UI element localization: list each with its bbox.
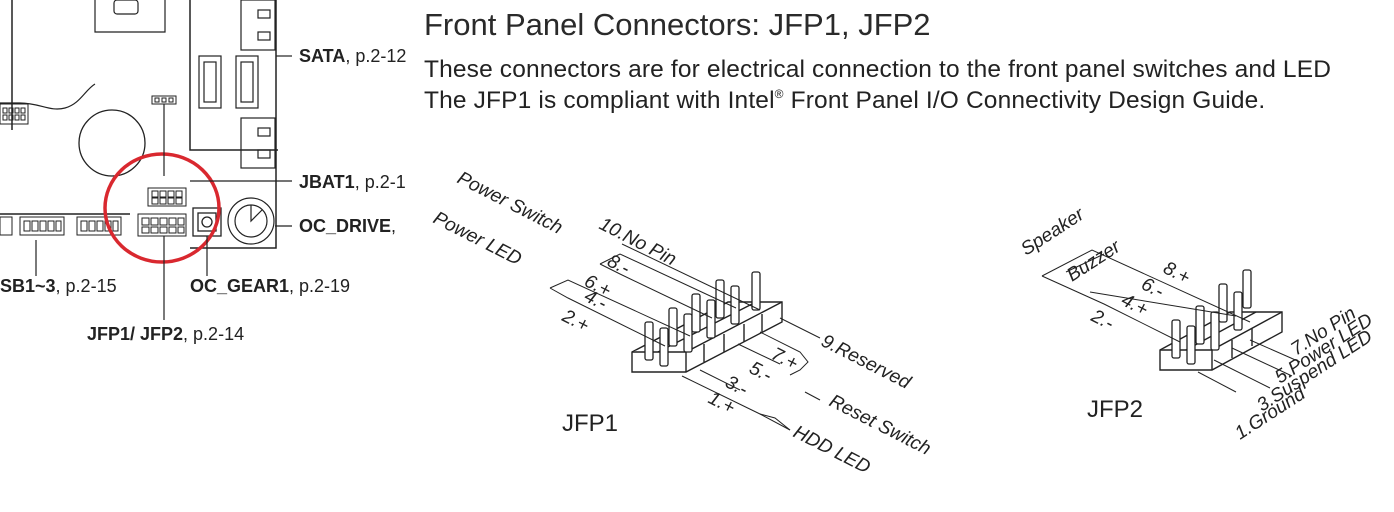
jfp2-title: JFP2 (1087, 396, 1144, 423)
cpu-socket (94, 0, 166, 33)
jfp2-pins (1171, 269, 1252, 365)
highlight-circle (103, 152, 221, 264)
oc-drive-callout: OC_DRIVE, (299, 216, 397, 236)
jbat1-callout: JBAT1, p.2-1 (299, 172, 406, 192)
jfp-callout: JFP1/ JFP2, p.2-14 (87, 324, 245, 344)
jfp1-left-leaders (549, 243, 761, 347)
intro-line-1: These connectors are for electrical conn… (424, 56, 1332, 83)
cable (0, 83, 96, 110)
jfp1-title: JFP1 (562, 410, 619, 437)
sata-callout: SATA, p.2-12 (299, 46, 407, 66)
intro-line-2: The JFP1 is compliant with Intel® Front … (424, 87, 1266, 114)
oc-gear1-callout: OC_GEAR1, p.2-19 (190, 276, 351, 296)
sata-connectors (198, 0, 276, 169)
usb-callout: SB1~3, p.2-15 (0, 276, 117, 296)
section-title: Front Panel Connectors: JFP1, JFP2 (424, 7, 931, 42)
jfp2-speaker-label: Speaker (1017, 204, 1088, 261)
usb-headers (0, 216, 122, 236)
leader-lines (35, 55, 292, 320)
jfp2-pin2-label: 2.- (1087, 305, 1117, 334)
jfp1-pins (644, 271, 761, 367)
jfp-headers-board (137, 187, 187, 237)
left-connector (0, 103, 29, 125)
jfp2-leaders (1041, 249, 1301, 393)
jfp1-right-leaders (681, 317, 821, 431)
capacitor-round (78, 109, 146, 177)
oc-drive-knob (227, 197, 275, 245)
text-column-bg (410, 0, 1394, 512)
